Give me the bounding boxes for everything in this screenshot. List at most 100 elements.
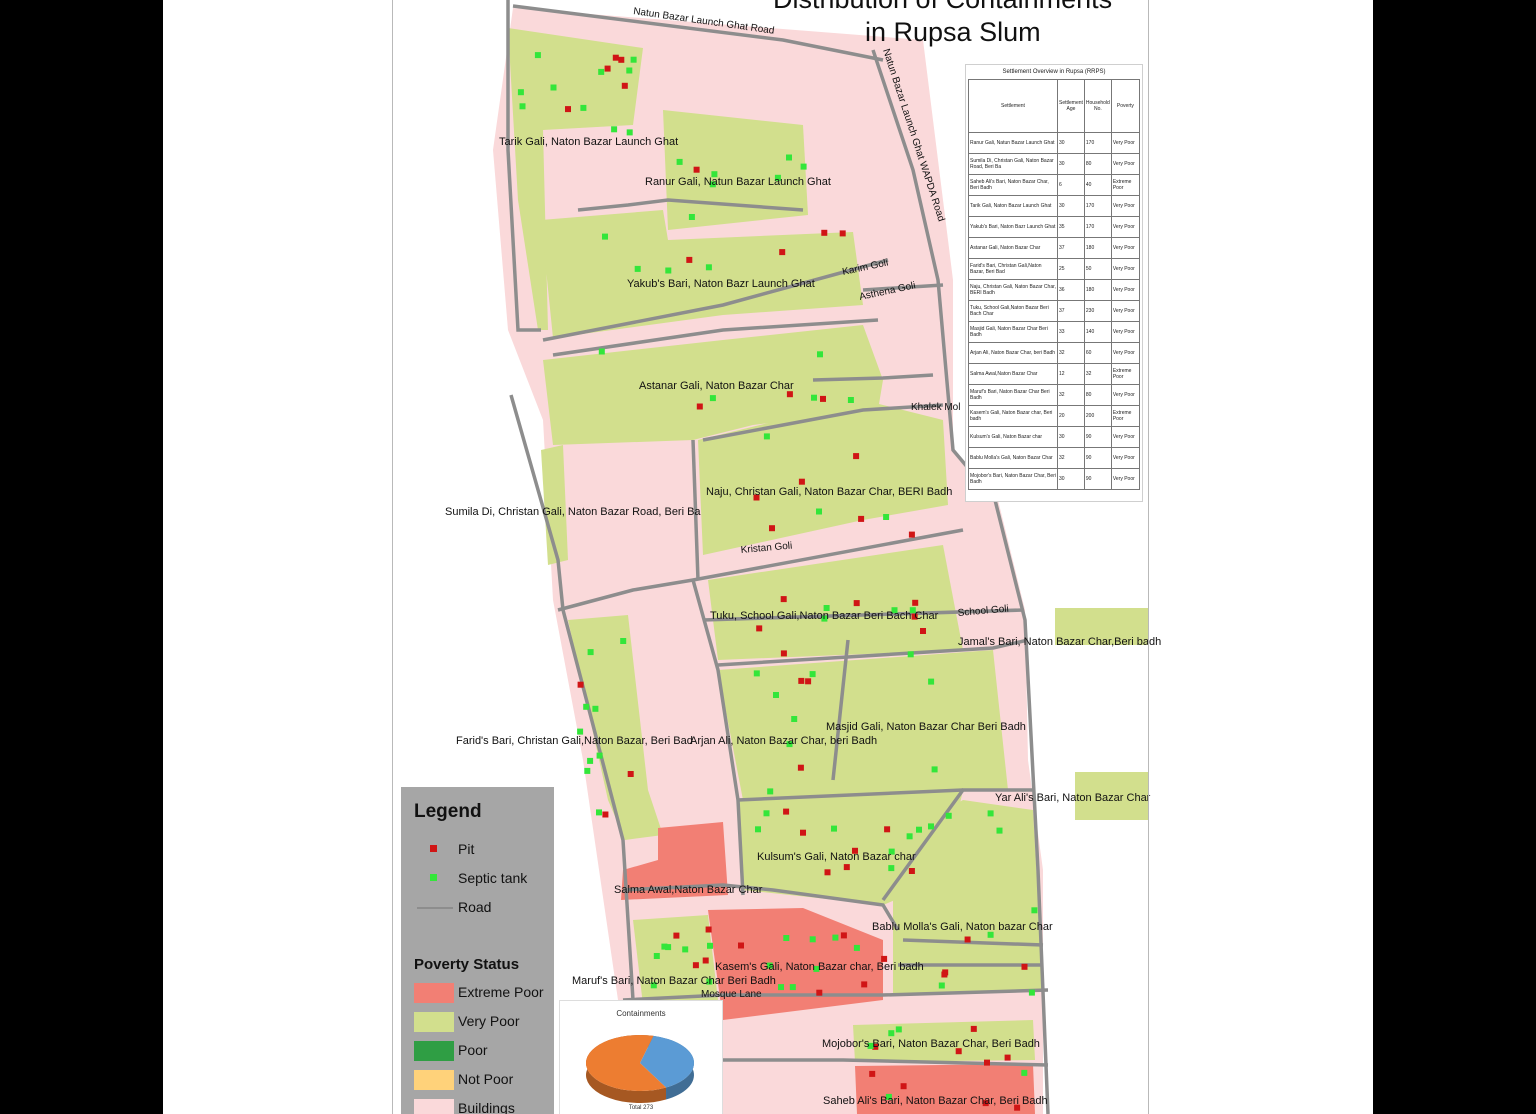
table-cell: Very Poor — [1110, 300, 1141, 322]
septic-tank-marker — [592, 705, 599, 712]
septic-tank-marker — [831, 825, 837, 832]
road-label: Mosque Lane — [701, 989, 762, 1000]
pit-marker — [769, 525, 775, 532]
table-cell: 32 — [1057, 384, 1085, 406]
septic-tank-marker — [630, 56, 637, 63]
pit-marker — [881, 955, 888, 962]
table-cell: Arjan Ali, Naton Bazar Char, beri Badh — [968, 342, 1058, 364]
pit-marker — [861, 981, 868, 988]
septic-tank-marker — [938, 982, 945, 989]
pit-marker — [612, 54, 619, 61]
pit-marker — [820, 395, 826, 402]
table-cell: Farid's Bari, Christan Gali,Naton Bazar,… — [968, 258, 1058, 280]
table-cell: Astanar Gali, Naton Bazar Char — [968, 237, 1058, 259]
septic-tank-marker — [519, 103, 526, 110]
septic-tank-marker — [611, 126, 618, 133]
septic-tank-marker — [705, 264, 712, 271]
road-line — [831, 639, 850, 781]
legend-label: Septic tank — [458, 870, 528, 886]
septic-tank-markers — [517, 52, 1038, 1100]
pie-total-label: Total 273 — [628, 1105, 654, 1111]
road-line-icon — [417, 907, 453, 909]
table-cell: Ranur Gali, Natun Bazar Launch Ghat — [968, 132, 1058, 154]
septic-tank-marker — [821, 615, 828, 622]
pit-marker — [779, 249, 786, 256]
table-cell: Extreme Poor — [1110, 174, 1141, 196]
septic-tank-marker — [888, 848, 895, 855]
septic-tank-marker — [517, 89, 524, 96]
table-cell: 180 — [1083, 279, 1112, 301]
frame-border-right — [1148, 0, 1149, 1114]
septic-tank-marker — [987, 810, 994, 817]
septic-tank-marker — [809, 671, 816, 678]
table-cell: 170 — [1083, 195, 1112, 217]
area-label: Astanar Gali, Naton Bazar Char — [639, 380, 794, 392]
septic-tank-marker — [763, 433, 770, 440]
septic-tank-marker — [888, 865, 895, 872]
pit-marker — [843, 864, 850, 871]
pit-marker — [798, 677, 805, 684]
table-cell: 37 — [1057, 237, 1085, 259]
pit-marker — [673, 932, 680, 939]
table-header: Household No. — [1083, 79, 1112, 133]
pit-marker — [780, 650, 787, 657]
table-cell: 30 — [1057, 153, 1085, 175]
table-cell: 230 — [1083, 300, 1112, 322]
legend-label: Buildings — [458, 1100, 515, 1114]
pit-marker — [821, 229, 828, 236]
table-row: Saheb Ali's Bari, Naton Bazar Char, Beri… — [968, 174, 1141, 196]
table-row: Sumila Di, Christan Gali, Naton Bazar Ro… — [968, 153, 1141, 175]
septic-tank-marker — [883, 514, 890, 520]
pit-marker — [839, 230, 846, 237]
buildings-zone-east — [783, 40, 933, 360]
septic-tank-marker — [778, 984, 784, 991]
septic-tank-marker — [786, 741, 793, 748]
pit-marker — [798, 478, 805, 485]
table-cell: Very Poor — [1110, 447, 1141, 469]
area-label: Jamal's Bari, Naton Bazar Char,Beri badh — [958, 636, 1161, 648]
area-label: Saheb Ali's Bari, Naton Bazar Char, Beri… — [823, 1095, 1048, 1107]
pie-slice — [586, 1035, 667, 1091]
table-cell: Very Poor — [1110, 153, 1141, 175]
pit-marker — [783, 808, 790, 815]
road-label: Khalek Mol — [911, 402, 960, 413]
septic-tank-marker — [811, 394, 817, 401]
table-cell: 140 — [1083, 321, 1112, 343]
legend-item-septic: Septic tank — [401, 868, 554, 894]
area-label: Maruf's Bari, Naton Bazar Char Beri Badh — [572, 975, 776, 987]
septic-tank-marker — [587, 757, 594, 764]
table-cell: Naju, Christan Gali, Naton Bazar Char, B… — [968, 279, 1058, 301]
pit-marker — [618, 56, 625, 63]
septic-tank-marker — [626, 129, 633, 136]
road-line — [881, 788, 1033, 902]
table-cell: Very Poor — [1110, 195, 1141, 217]
pie-title: Containments — [616, 1009, 666, 1018]
area-label: Yar Ali's Bari, Naton Bazar Char — [995, 792, 1151, 804]
road-line — [512, 4, 884, 62]
road-line — [702, 608, 1024, 622]
septic-tank-marker — [832, 934, 839, 941]
pit-marker — [621, 82, 628, 89]
settlement-table: Settlement Settlement Age Household No. … — [968, 79, 1141, 490]
table-cell: Very Poor — [1110, 426, 1141, 448]
pit-marker — [911, 613, 918, 620]
road-line — [622, 883, 900, 931]
table-title: Settlement Overview in Rupsa (RRPS) — [1002, 69, 1106, 75]
septic-tank-marker — [753, 670, 760, 677]
road-line — [557, 528, 964, 612]
pit-marker — [964, 936, 971, 943]
septic-tank-marker — [888, 1030, 895, 1037]
septic-tank-marker — [853, 944, 860, 951]
table-cell: 33 — [1057, 321, 1085, 343]
pit-marker — [970, 1025, 977, 1032]
septic-tank-marker — [916, 826, 922, 833]
table-cell: Tuku, School Gali,Naton Bazar Beri Bach … — [968, 300, 1058, 322]
septic-tank-marker — [823, 605, 830, 611]
septic-tank-marker — [928, 823, 934, 830]
table-cell: 90 — [1083, 426, 1112, 448]
